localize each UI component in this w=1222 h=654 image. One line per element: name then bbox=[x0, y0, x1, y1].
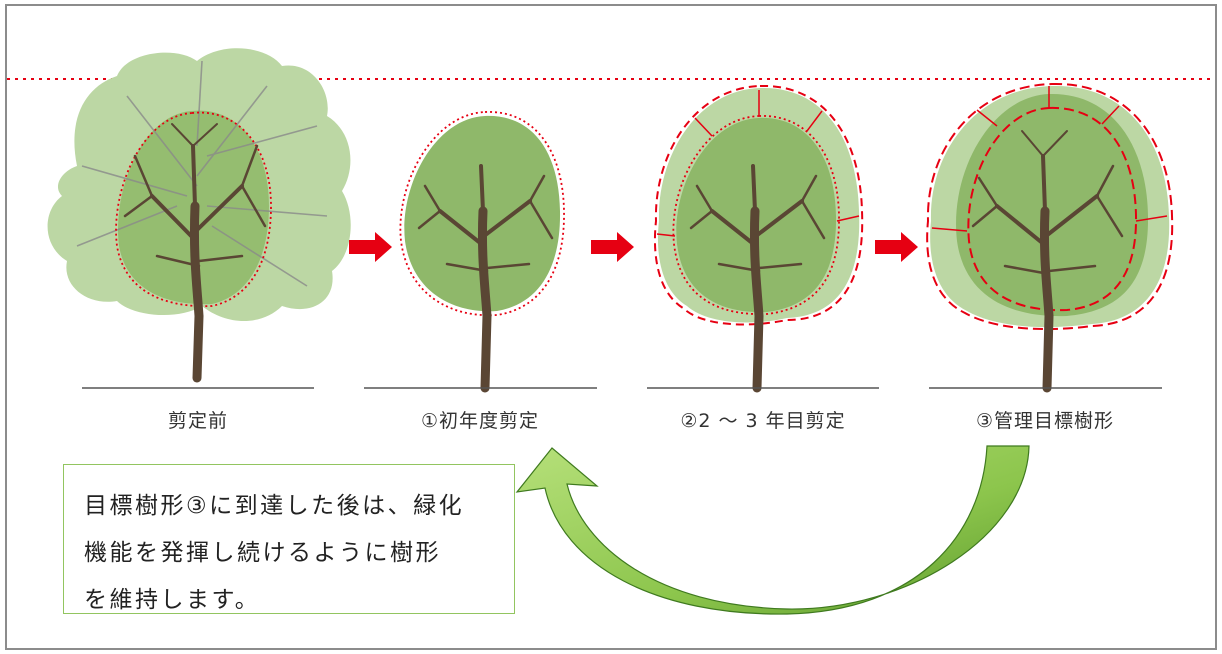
tree-structure bbox=[123, 123, 267, 383]
note-line-1: 目標樹形③に到達した後は、緑化 bbox=[84, 493, 465, 519]
caption-before-pruning: 剪定前 bbox=[167, 410, 228, 432]
overgrown-branches bbox=[76, 60, 328, 287]
progress-arrow-1 bbox=[349, 232, 392, 262]
canopy-3-outer-outline bbox=[926, 82, 1174, 331]
progress-arrow-3 bbox=[875, 232, 918, 262]
canopy-1-outline bbox=[399, 111, 565, 317]
pruning-diagram bbox=[7, 48, 1215, 615]
canopy-2-inner-outline bbox=[672, 115, 840, 315]
tree-structure bbox=[417, 164, 554, 393]
tree-before-pruning bbox=[47, 48, 351, 383]
figure-frame: 剪定前 ①初年度剪定 ②2 〜 3 年目剪定 ③管理目標樹形 目標樹形③に到達し… bbox=[5, 4, 1217, 650]
growth-arrows bbox=[931, 86, 1168, 232]
pruning-outline bbox=[115, 111, 272, 308]
tree-first-year bbox=[399, 111, 565, 393]
canopy-2-outer-outline bbox=[653, 84, 864, 326]
tree-target-form bbox=[926, 82, 1174, 393]
maintenance-note-box: 目標樹形③に到達した後は、緑化 機能を発揮し続けるように樹形 を維持します。 bbox=[63, 464, 515, 614]
tree-second-third-year bbox=[653, 84, 864, 393]
caption-second-third-year: ②2 〜 3 年目剪定 bbox=[680, 410, 846, 432]
note-line-2: 機能を発揮し続けるように樹形 bbox=[84, 540, 441, 566]
canopy-3-inner-outline bbox=[967, 106, 1138, 312]
caption-target-form: ③管理目標樹形 bbox=[975, 410, 1115, 432]
maintenance-cycle-arrow bbox=[515, 445, 1030, 615]
progress-arrow-2 bbox=[591, 232, 634, 262]
tree-structure bbox=[971, 130, 1124, 393]
canopy-3 bbox=[956, 93, 1149, 317]
caption-first-year: ①初年度剪定 bbox=[420, 410, 540, 432]
tree-structure bbox=[689, 164, 826, 393]
note-line-3: を維持します。 bbox=[84, 587, 261, 613]
growth-arrows bbox=[656, 90, 860, 237]
